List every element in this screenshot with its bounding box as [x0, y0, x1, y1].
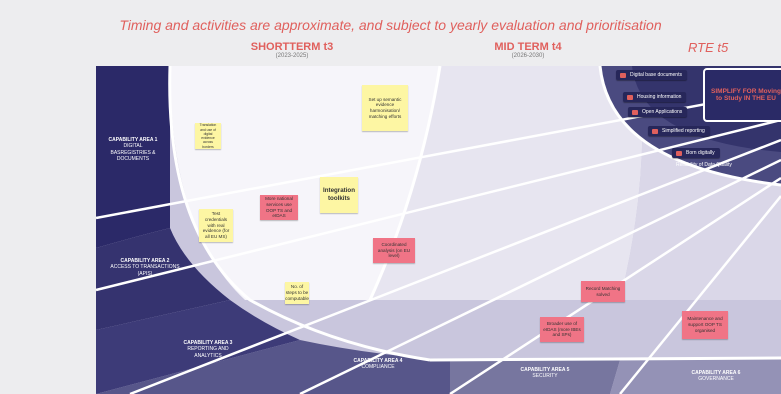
phase-label: MID TERM t4 — [494, 41, 562, 53]
area-body: SECURITY — [532, 373, 558, 380]
phase-years: (2026-2030) — [511, 53, 545, 59]
sticky-note[interactable]: Record Matching solved — [581, 281, 625, 302]
capability-area-1: CAPABILITY AREA 1 DIGITAL Basregistries … — [98, 137, 168, 162]
capability-area-5: CAPABILITY AREA 5 SECURITY — [505, 367, 585, 380]
area5-band — [450, 360, 620, 394]
rte-item-label: Reliability of Data Quality — [676, 162, 732, 168]
rte-item-label: Born digitally — [686, 150, 715, 156]
sticky-note[interactable]: Test credentials with real evidence (for… — [199, 209, 233, 242]
application-icon — [632, 110, 638, 115]
phase-rte: RTE t5 — [688, 40, 729, 55]
capability-area-3: CAPABILITY AREA 3 REPORTING AND ANALYTIC… — [168, 340, 248, 359]
phase-years: (2023-2025) — [275, 53, 309, 59]
report-icon — [652, 129, 658, 134]
sticky-note[interactable]: No. of steps to be computable — [285, 282, 309, 304]
house-icon — [627, 95, 633, 100]
rte-item-label: Housing information — [637, 94, 682, 100]
area6-band — [610, 358, 781, 394]
sticky-note[interactable]: More national services use OOP TS and eI… — [260, 195, 298, 220]
rte-item[interactable]: Reliability of Data Quality — [674, 160, 737, 170]
area2-band — [96, 228, 230, 330]
area-body: ACCESS TO TRANSACTIONS (APIS) — [110, 264, 180, 277]
area-title: CAPABILITY AREA 1 — [108, 137, 158, 143]
phase-shortterm: SHORTTERM t3 (2023-2025) — [232, 41, 352, 59]
area3-band — [96, 300, 300, 394]
phase-arc-mid — [368, 65, 442, 301]
capability-area-2: CAPABILITY AREA 2 ACCESS TO TRANSACTIONS… — [100, 258, 190, 277]
rte-item-label: Digital base documents — [630, 72, 682, 78]
goal-box[interactable]: SIMPLIFY FOR Moving to Study IN THE EU — [703, 68, 781, 122]
digital-icon — [676, 151, 682, 156]
area-body: GOVERNANCE — [698, 376, 734, 383]
capability-area-6: CAPABILITY AREA 6 GOVERNANCE — [676, 370, 756, 383]
area-body: COMPLIANCE — [361, 364, 395, 371]
area-title: CAPABILITY AREA 6 — [691, 370, 741, 376]
area-title: CAPABILITY AREA 4 — [353, 358, 403, 364]
phase-midterm: MID TERM t4 (2026-2030) — [468, 41, 588, 59]
rte-item[interactable]: Digital base documents — [616, 70, 687, 80]
phase-line-bottom — [429, 356, 781, 362]
sticky-note[interactable]: Broader use of eIDAS (more IBEs and SPs) — [540, 317, 584, 342]
rte-item[interactable]: Simplified reporting — [648, 126, 710, 136]
capability-area-4: CAPABILITY AREA 4 COMPLIANCE — [338, 358, 418, 371]
sticky-note[interactable]: Translation and use of digital evidence … — [195, 123, 221, 149]
phase-arc-short — [168, 65, 431, 362]
area-body: REPORTING AND ANALYTICS — [187, 346, 229, 359]
area-title: CAPABILITY AREA 2 — [120, 258, 170, 264]
rte-item[interactable]: Housing information — [623, 92, 687, 102]
phase-label: SHORTTERM t3 — [250, 41, 334, 53]
document-icon — [620, 73, 626, 78]
area-title: CAPABILITY AREA 5 — [520, 367, 570, 373]
rte-item[interactable]: Open Applications — [628, 107, 688, 117]
mid-term-zone — [370, 66, 643, 300]
area1-band — [96, 66, 170, 248]
area4-band — [96, 340, 450, 394]
sticky-note[interactable]: Maintenance and support OOP TS organised — [682, 311, 728, 339]
rte-item-label: Simplified reporting — [662, 128, 705, 134]
rte-item[interactable]: Born digitally — [672, 148, 720, 158]
headline: Timing and activities are approximate, a… — [119, 17, 662, 33]
area-body: DIGITAL Basregistries & DOCUMENTS — [110, 143, 156, 162]
sticky-note[interactable]: Set up semantic evidence harmonisation/ … — [362, 85, 408, 131]
sticky-note[interactable]: Integration toolkits — [320, 177, 358, 213]
sticky-note[interactable]: Coordinated analysis (on EU level) — [373, 238, 415, 263]
area-title: CAPABILITY AREA 3 — [183, 340, 233, 346]
radial-lines — [95, 88, 781, 394]
rte-item-label: Open Applications — [642, 109, 683, 115]
